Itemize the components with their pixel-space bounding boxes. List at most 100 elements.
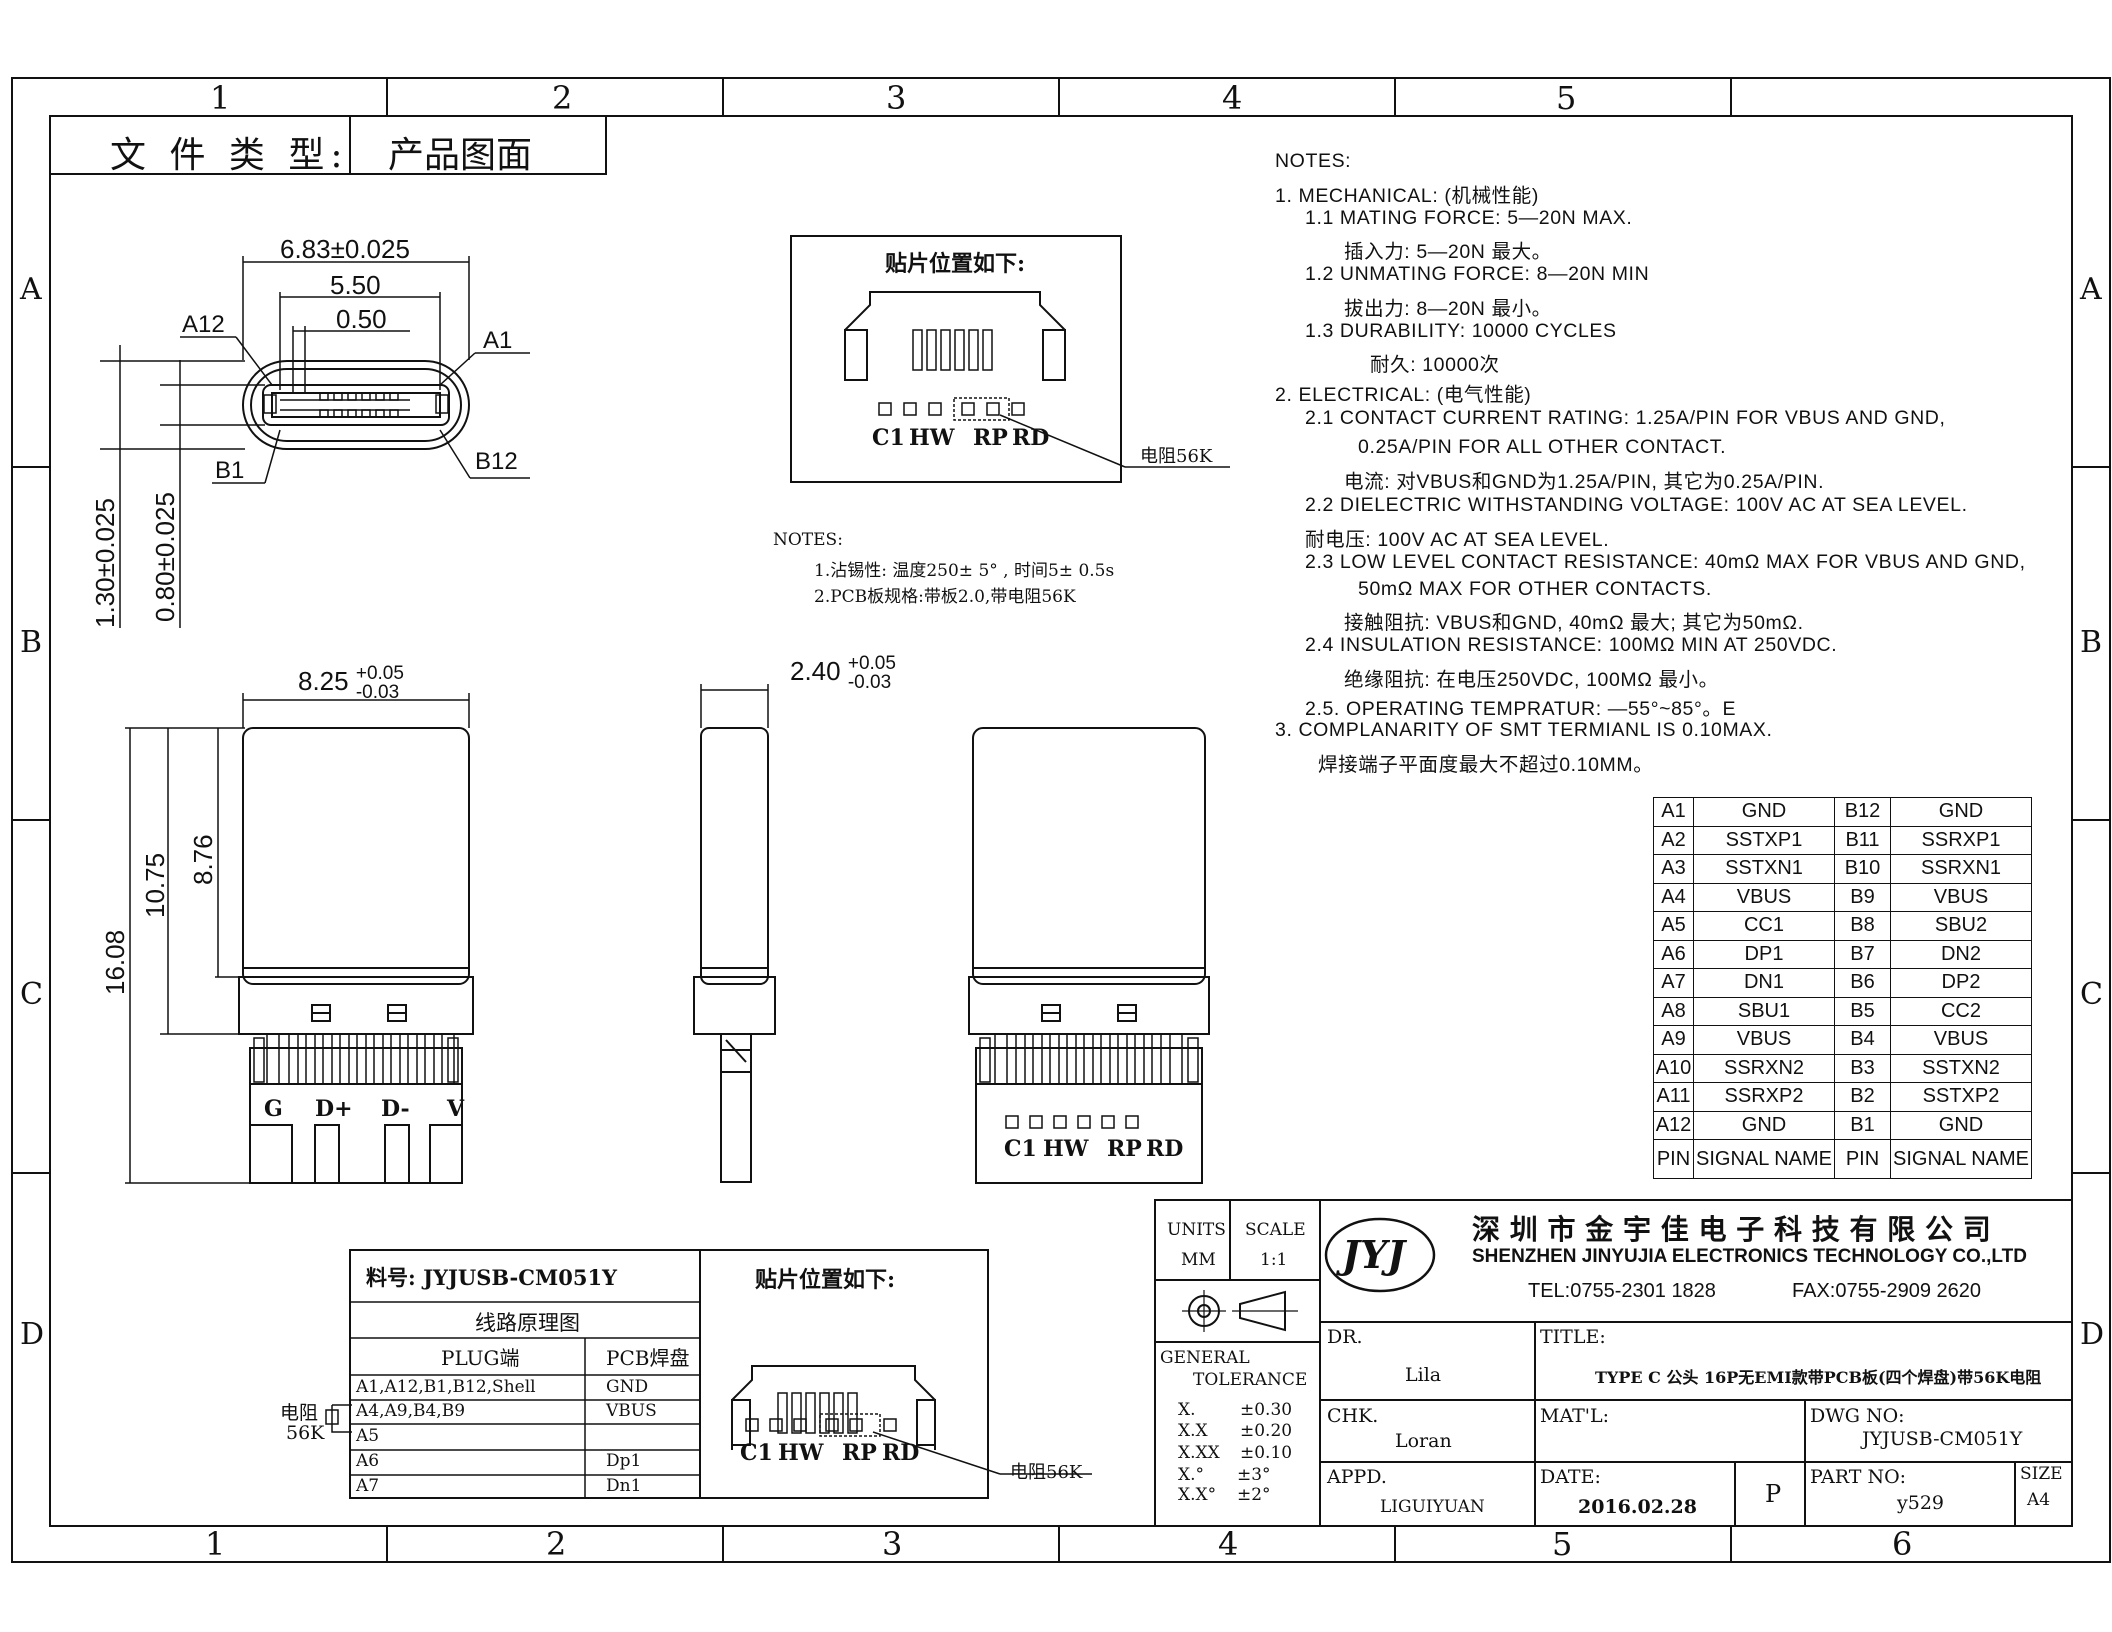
tol2-val: ±0.20 (1240, 1421, 1293, 1441)
size-value: A4 (2027, 1490, 2051, 1510)
front-body-view (238, 727, 474, 1184)
back-pad-rd: RD (1146, 1136, 1184, 1162)
signal-cell: GND (1890, 1110, 2032, 1140)
notes-l1: 1. MECHANICAL: (机械性能) (1275, 185, 1539, 207)
dim-side-width-tol-minus: -0.03 (847, 672, 892, 693)
pin-cell: B12 (1834, 797, 1891, 827)
circuit-plug-cell: A1,A12,B1,B12,Shell (356, 1377, 536, 1397)
notes-l4: 1.2 UNMATING FORCE: 8—20N MIN (1305, 263, 1650, 285)
notes-l13: 耐电压: 100V AC AT SEA LEVEL. (1305, 529, 1610, 551)
circuit-col2: PCB焊盘 (606, 1346, 690, 1370)
size-label: SIZE (2020, 1464, 2063, 1484)
notes-l11: 电流: 对VBUS和GND为1.25A/PIN, 其它为0.25A/PIN. (1344, 471, 1825, 493)
circuit-plug-cell: A5 (356, 1426, 380, 1446)
signal-cell: SBU1 (1693, 996, 1835, 1026)
pin-cell: B1 (1834, 1110, 1891, 1140)
company-en: SHENZHEN JINYUJIA ELECTRONICS TECHNOLOGY… (1472, 1246, 2027, 1267)
tol4-val: ±3° (1237, 1465, 1271, 1485)
date-label: DATE: (1540, 1466, 1601, 1488)
back-pad-rp: RP (1107, 1136, 1142, 1162)
signal-cell: GND (1890, 797, 2032, 827)
doc-type-label: 文 件 类 型: (110, 135, 349, 176)
pin-cell: B6 (1834, 968, 1891, 998)
notes-l12: 2.2 DIELECTRIC WITHSTANDING VOLTAGE: 100… (1305, 494, 1968, 516)
placement-diagram-top (790, 235, 1230, 483)
notes-l8: 2. ELECTRICAL: (电气性能) (1275, 384, 1532, 406)
frame-row-d-right: D (2080, 1317, 2105, 1352)
notes-l0: NOTES: (1275, 150, 1352, 172)
general-label: GENERAL (1160, 1348, 1250, 1368)
signal-header: SIGNAL NAME (1890, 1139, 2032, 1179)
scale-label: SCALE (1245, 1220, 1306, 1240)
signal-cell: SSTXN2 (1890, 1053, 2032, 1083)
dim-side-width-value: 2.40 (790, 655, 841, 686)
notes-l19: 2.5. OPERATING TEMPRATUR: —55°~85°。E (1305, 698, 1737, 720)
notes-l10: 0.25A/PIN FOR ALL OTHER CONTACT. (1358, 436, 1727, 458)
dim-body-width: 8.25 +0.05 -0.03 (298, 664, 404, 702)
title-value: TYPE C 公头 16P无EMI款带PCB板(四个焊盘)带56K电阻 (1595, 1368, 2042, 1387)
tol5-val: ±2° (1237, 1485, 1271, 1505)
signal-cell: SSTXP1 (1693, 825, 1835, 855)
placement-pad-c1: C1 (872, 425, 905, 451)
dim-side-width-tol-plus: +0.05 (847, 653, 896, 674)
frame-row-d: D (20, 1317, 45, 1352)
doc-type-value: 产品图面 (388, 135, 533, 176)
company-logo: JYJ (1342, 1232, 1406, 1277)
label-b1: B1 (215, 457, 245, 484)
notes-l14: 2.3 LOW LEVEL CONTACT RESISTANCE: 40mΩ M… (1305, 551, 2026, 573)
pcb-label-dm: D- (381, 1096, 410, 1122)
signal-cell: SBU2 (1890, 911, 2032, 941)
back-pad-hw: HW (1043, 1136, 1089, 1162)
part-value: y529 (1897, 1492, 1944, 1514)
notes-l18: 绝缘阻抗: 在电压250VDC, 100MΩ 最小。 (1344, 669, 1719, 691)
notes-l6: 1.3 DURABILITY: 10000 CYCLES (1305, 320, 1617, 342)
dwg-label: DWG NO: (1810, 1405, 1905, 1427)
frame-col-1: 1 (210, 79, 231, 117)
frame-col-3-bottom: 3 (882, 1525, 903, 1563)
label-b12: B12 (475, 448, 518, 475)
pin-header: PIN (1834, 1139, 1891, 1179)
pin-cell: A5 (1653, 911, 1694, 941)
pcb-label-v: V (447, 1096, 465, 1122)
chk-label: CHK. (1327, 1405, 1379, 1427)
tol5-key: X.X° (1178, 1485, 1217, 1505)
dim-body-width-tol-plus: +0.05 (355, 663, 404, 684)
title-label: TITLE: (1540, 1326, 1606, 1348)
units-label: UNITS (1167, 1220, 1226, 1240)
circuit-title: 线路原理图 (475, 1311, 580, 1335)
pin-cell: A10 (1653, 1053, 1694, 1083)
placement-resistor-top: 电阻56K (1140, 446, 1213, 467)
signal-cell: SSTXP2 (1890, 1082, 2032, 1112)
back-pad-c1: C1 (1004, 1136, 1037, 1162)
frame-row-a: A (20, 272, 42, 307)
tol3-key: X.XX (1178, 1443, 1220, 1463)
rev-value: P (1765, 1480, 1782, 1508)
tol2-key: X.X (1178, 1421, 1208, 1441)
dim-body-width-tol-minus: -0.03 (355, 682, 400, 703)
circuit-plug-cell: A6 (356, 1451, 380, 1471)
frame-row-c: C (20, 977, 43, 1012)
dim-body-width-value: 8.25 (298, 665, 349, 696)
dim-side-width: 2.40 +0.05 -0.03 (790, 654, 896, 692)
pin-cell: B11 (1834, 825, 1891, 855)
tol4-key: X.° (1178, 1465, 1205, 1485)
company-cn: 深 圳 市 金 宇 佳 电 子 科 技 有 限 公 司 (1472, 1213, 1991, 1246)
placement-pad-rd: RD (1012, 425, 1050, 451)
company-tel: TEL:0755-2301 1828 (1528, 1280, 1716, 1302)
pcb-label-dp: D+ (315, 1096, 353, 1122)
placement-resistor-bottom: 电阻56K (1010, 1462, 1083, 1483)
placement2-pad-hw: HW (778, 1440, 824, 1466)
frame-col-6-bottom: 6 (1892, 1525, 1913, 1563)
pin-cell: A1 (1653, 797, 1694, 827)
pcb-label-g: G (264, 1096, 283, 1122)
placement-pad-rp: RP (973, 425, 1008, 451)
notes-l15: 50mΩ MAX FOR OTHER CONTACTS. (1358, 578, 1712, 600)
signal-cell: SSRXP1 (1890, 825, 2032, 855)
date-value: 2016.02.28 (1578, 1496, 1697, 1518)
